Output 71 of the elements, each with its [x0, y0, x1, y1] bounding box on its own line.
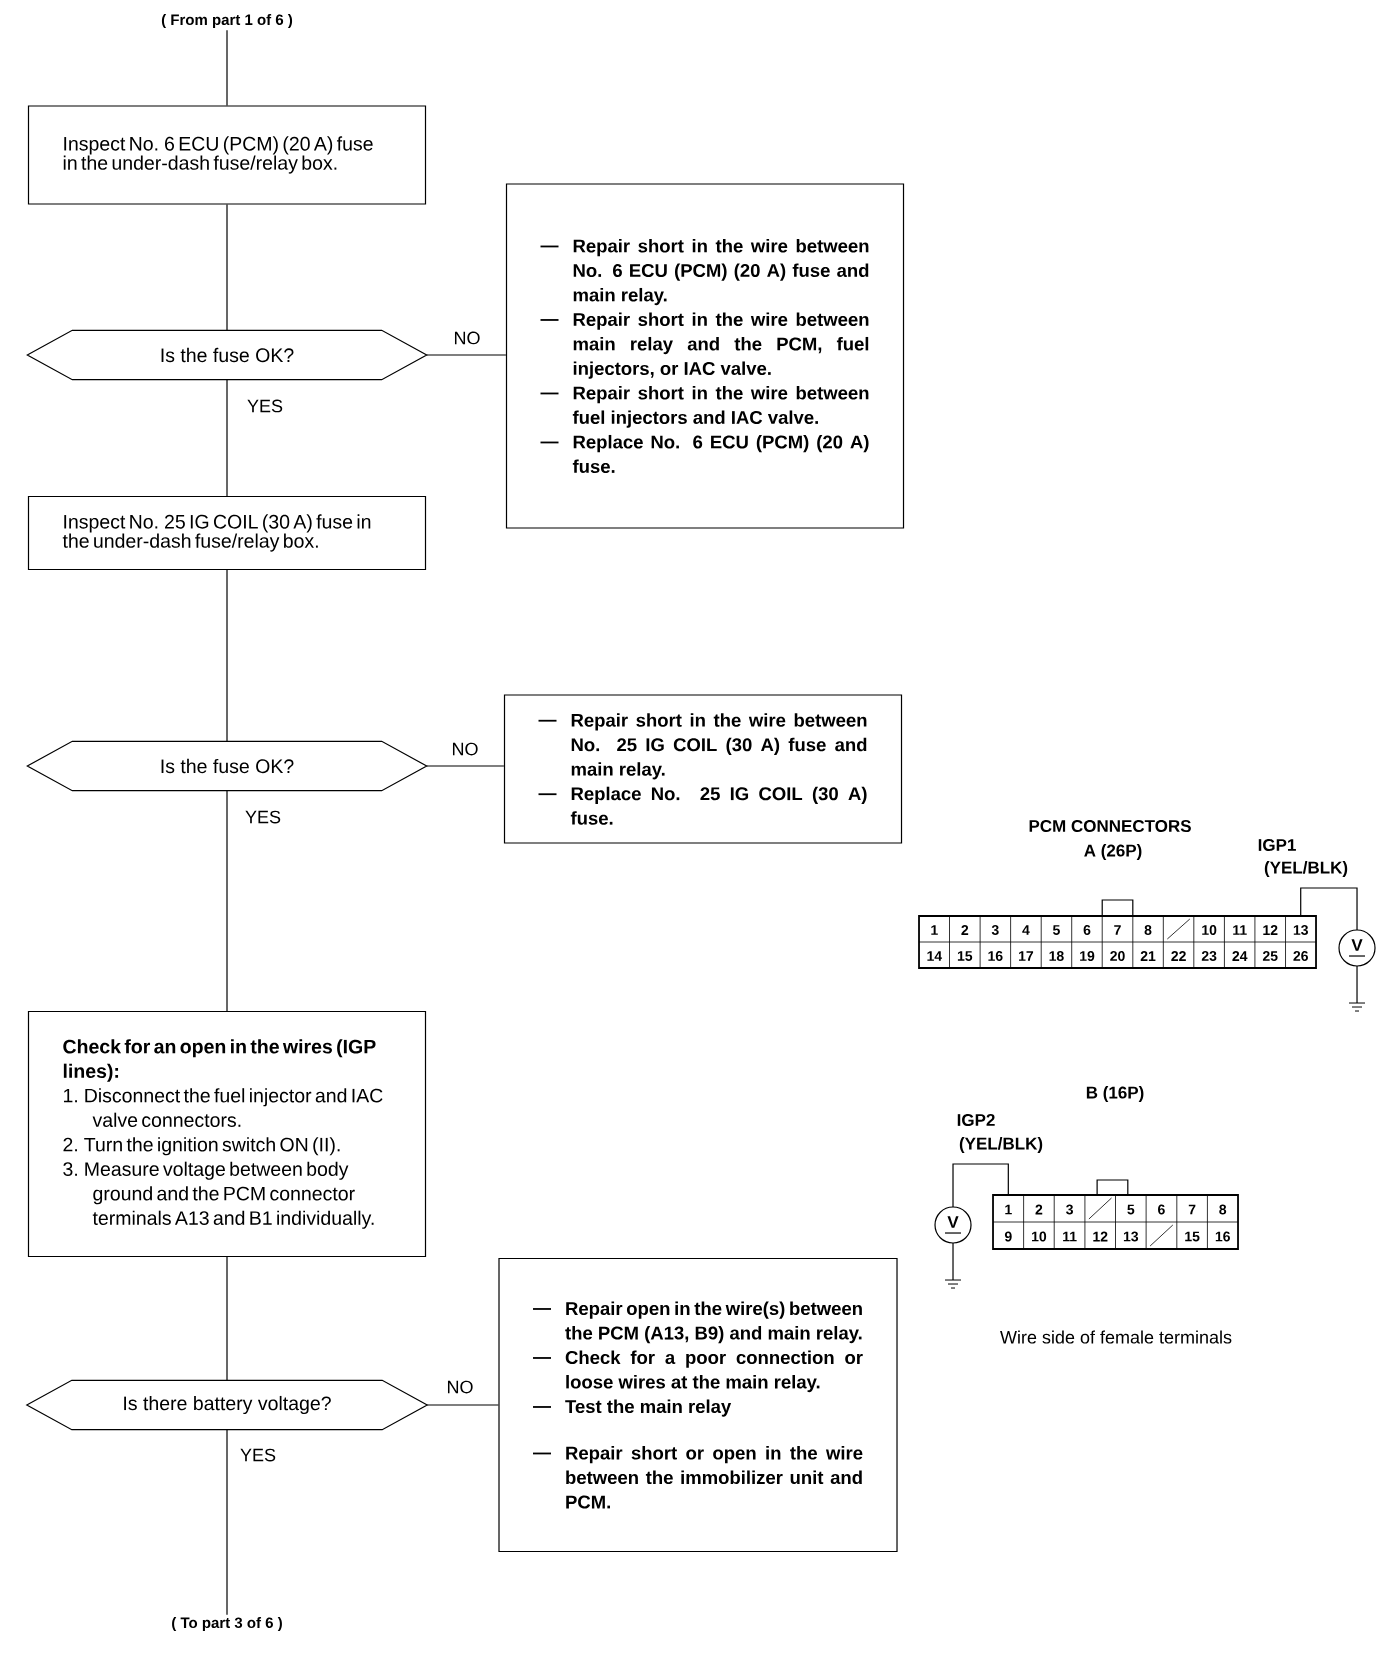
- pin-number: 15: [957, 951, 973, 961]
- connector-line: [226, 1429, 228, 1616]
- pin-number: 1: [931, 925, 938, 935]
- pin-number: 16: [1215, 1231, 1230, 1242]
- connector-line: [226, 790, 228, 1012]
- pin-number: 11: [1233, 925, 1247, 935]
- pin-number: 12: [1263, 925, 1278, 935]
- pin-number: 18: [1049, 951, 1064, 961]
- process-box: Inspect No. 25 IG COIL (30 A) fuse in the under-dash fuse/relay box.: [27, 495, 427, 571]
- pin-number: 14: [927, 951, 943, 961]
- pin-number: 15: [1185, 1231, 1200, 1242]
- pin-number: 24: [1232, 951, 1248, 961]
- pin-number: 3: [991, 925, 999, 935]
- caption-text: Wire side of female terminals: [1000, 1330, 1232, 1344]
- edge-label: YES: [240, 1448, 276, 1462]
- pin-number: 5: [1127, 1204, 1135, 1215]
- connector-line: [226, 569, 228, 742]
- pin-number: 4: [1022, 925, 1030, 935]
- connector-line: [226, 204, 228, 331]
- action-box: Repair short in the wire between No. 25 IG COIL (30 A) fuse and main relay. Replace No. 25 IG COIL (30 A) fuse.: [503, 694, 903, 844]
- connector-line: [426, 1404, 499, 1406]
- action-box: Repair short in the wire between No. 6 ECU (PCM) (20 A) fuse and main relay. Repair short in the wire between main relay and the PCM, fuel injectors, or IAC valve. Repair short in the wire between fuel injectors and IAC valve. Replace No. 6 ECU (PCM) (20 A) fuse.: [505, 183, 905, 529]
- pin-number: 10: [1202, 925, 1217, 935]
- pin-number: 13: [1123, 1231, 1139, 1242]
- pin-number: 23: [1201, 951, 1217, 961]
- action-box: Repair open in the wire(s) between the PCM (A13, B9) and main relay. Check for a poor connection or loose wires at the main relay. Test the main relay Repair short or open in the wire between the immobilizer unit and PCM.: [498, 1257, 898, 1553]
- process-box: Check for an open in the wires (IGP lines): 1. Disconnect the fuel injector and IAC valve connectors. 2. Turn the ignition switch ON (II). 3. Measure voltage between body ground and the PCM connector terminals A13 and B1 individually.: [27, 1010, 427, 1258]
- pin-number: 22: [1171, 951, 1186, 961]
- connector-line: [226, 1256, 228, 1381]
- pin-number: 16: [988, 951, 1003, 961]
- wire-label: IGP2: [957, 1114, 995, 1127]
- connector-label: A (26P): [1084, 844, 1142, 860]
- connector-line: [226, 379, 228, 497]
- pin-number: 26: [1293, 951, 1308, 961]
- edge-label: YES: [247, 399, 283, 413]
- connector-line: [426, 354, 507, 356]
- edge-label: YES: [245, 810, 281, 824]
- pin-number: 7: [1114, 925, 1121, 935]
- pin-number: 12: [1093, 1231, 1108, 1242]
- wire-label: (YEL/BLK): [1264, 861, 1348, 877]
- pin-number: 3: [1066, 1204, 1073, 1215]
- continuation-text: ( To part 3 of 6 ): [172, 1617, 282, 1631]
- pin-number: 1: [1005, 1204, 1012, 1215]
- pin-number: 19: [1080, 951, 1095, 961]
- pin-number: 25: [1262, 951, 1278, 961]
- wire-label: IGP1: [1258, 839, 1296, 852]
- pin-number: 20: [1110, 951, 1125, 961]
- edge-label: NO: [453, 742, 478, 756]
- pin-number: 2: [1035, 1204, 1043, 1215]
- pin-number: 10: [1032, 1231, 1047, 1242]
- connector-line: [226, 29, 228, 106]
- connector-label: B (16P): [1086, 1086, 1144, 1102]
- pin-number: 9: [1004, 1231, 1012, 1242]
- pin-number: 2: [961, 925, 969, 935]
- pin-number: 6: [1083, 925, 1091, 935]
- pin-number: 17: [1019, 951, 1034, 961]
- pin-number: 8: [1144, 925, 1152, 935]
- pin-number: 21: [1140, 951, 1156, 961]
- wire-label: (YEL/BLK): [959, 1137, 1043, 1153]
- process-box: Inspect No. 6 ECU (PCM) (20 A) fuse in the under-dash fuse/relay box.: [27, 105, 427, 205]
- continuation-text: ( From part 1 of 6 ): [161, 14, 293, 28]
- pin-number: 7: [1188, 1204, 1196, 1215]
- pin-number: 5: [1052, 925, 1060, 935]
- edge-label: NO: [448, 1380, 473, 1394]
- pin-number: 8: [1219, 1204, 1227, 1215]
- edge-label: NO: [455, 331, 480, 345]
- pin-number: 6: [1158, 1204, 1165, 1215]
- connector-line: [426, 765, 505, 767]
- pin-number: 13: [1293, 925, 1308, 935]
- heading-text: PCM CONNECTORS: [1029, 820, 1191, 833]
- pin-number: 11: [1063, 1231, 1077, 1242]
